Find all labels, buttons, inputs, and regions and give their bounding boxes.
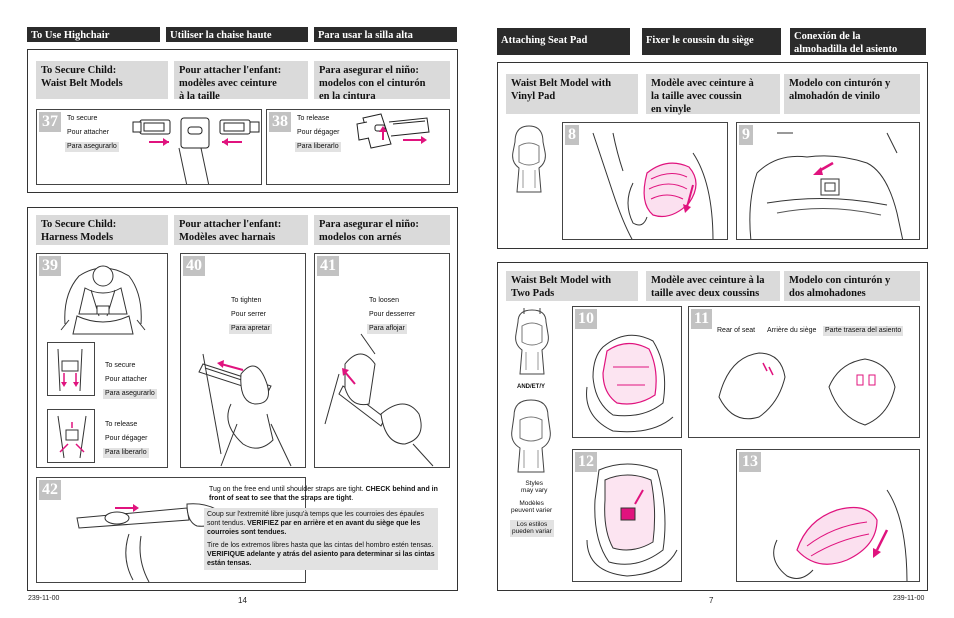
step-11-label-en: Rear of seat [717,327,756,334]
step-39-secure-es: Para asegurarlo [103,389,157,400]
header-to-use-highchair: To Use Highchair [27,27,160,42]
release-detail-inset [47,409,95,463]
buckle-secure-illustration [132,117,260,184]
step-37-panel: 37 To secure Pour attacher Para asegurar… [36,109,262,185]
step-41-label-en: To loosen [369,297,399,304]
styles-label-es: Los estilos pueden variar [510,520,554,537]
step-9-panel: 9 [736,122,920,240]
step-40-panel: 40 To tighten Pour serrer Para apretar [180,253,306,468]
step-11-label-fr: Arrière du siège [767,327,817,334]
step-39-number: 39 [39,256,61,276]
step-8-number: 8 [565,125,579,145]
step-12-number: 12 [575,452,597,472]
loosen-strap-illustration [324,333,434,467]
step-39-secure-fr: Pour attacher [105,376,148,383]
child-harness-illustration [60,265,146,335]
insert-vinyl-pad-illustration [592,132,714,239]
step-39-secure-en: To secure [105,362,136,369]
alternate-pad-icon [511,399,551,473]
step-39-release-es: Para liberarlo [103,448,149,459]
step-11-panel: 11 Rear of seat Arrière du siège Parte t… [688,306,920,438]
right-page-number: 7 [709,596,714,605]
two-pads-title-en: Waist Belt Model with Two Pads [506,271,638,301]
and-label: AND/ET/Y [517,384,546,390]
step-10-number: 10 [575,309,597,329]
harness-title-es: Para asegurar el niño: modelos con arnés [314,215,450,245]
step-42-text-fr: Coup sur l'extremité libre jusqu'à temps… [204,508,438,540]
step-39-panel: 39 To secure Pour attacher Para asegurar… [36,253,168,468]
buckle-release-illustration [356,113,430,149]
step-37-number: 37 [39,112,61,132]
header-attaching-seat-pad: Attaching Seat Pad [497,28,630,55]
waist-title-fr: Pour attacher l'enfant: modèles avec cei… [174,61,308,102]
vinyl-title-en: Waist Belt Model with Vinyl Pad [506,74,638,114]
step-38-label-es: Para liberarlo [295,142,341,153]
step-41-label-fr: Pour desserrer [369,311,416,318]
step-13-panel: 13 [736,449,920,582]
two-pads-title-fr: Modèle avec ceinture à la taille avec de… [646,271,780,301]
step-37-label-fr: Pour attacher [67,129,110,136]
step-40-label-fr: Pour serrer [231,311,267,318]
step-38-label-en: To release [297,115,330,122]
vinyl-title-es: Modelo con cinturón y almohadón de vinil… [784,74,920,114]
harness-title-en: To Secure Child: Harness Models [36,215,168,245]
styles-label-fr: Modèles peuvent varier [511,500,553,515]
step-42-text-es: Tire de los extremos libres hasta que la… [204,539,438,571]
step-41-label-es: Para aflojar [367,324,407,335]
rear-of-seat-illustration [718,352,896,426]
attach-vinyl-pad-illustration [749,132,904,239]
step-40-label-en: To tighten [231,297,262,304]
secure-pad-buckle-illustration [586,463,678,577]
header-conexion-almohadilla: Conexión de la almohadilla del asiento [790,28,926,55]
step-40-number: 40 [183,256,205,276]
tuck-pad-illustration [773,489,908,581]
styles-label-en: Styles may vary [521,480,548,495]
left-footer-code: 239-11-00 [28,595,60,602]
step-13-number: 13 [739,452,761,472]
vinyl-pad-icon [512,125,546,193]
step-41-number: 41 [317,256,339,276]
step-9-number: 9 [739,125,753,145]
step-37-label-en: To secure [67,115,98,122]
step-42-text-en: Tug on the free end until shoulder strap… [209,486,438,503]
step-38-number: 38 [269,112,291,132]
two-pads-title-es: Modelo con cinturón y dos almohadones [784,271,920,301]
harness-title-fr: Pour attacher l'enfant: Modèles avec har… [174,215,308,245]
step-38-panel: 38 To release Pour dégager Para liberarl… [266,109,450,185]
right-footer-code: 239-11-00 [893,595,925,602]
place-two-pads-illustration [586,334,674,433]
step-40-label-es: Para apretar [229,324,272,335]
waist-title-es: Para asegurar el niño: modelos con el ci… [314,61,450,102]
step-10-panel: 10 [572,306,682,438]
step-38-label-fr: Pour dégager [297,129,340,136]
step-11-number: 11 [691,309,713,329]
waist-title-en: To Secure Child: Waist Belt Models [36,61,168,99]
secure-detail-inset [47,342,95,396]
step-37-label-es: Para asegurarlo [65,142,119,153]
tighten-strap-illustration [198,353,292,467]
step-11-label-es: Parte trasera del asiento [823,326,904,337]
header-para-usar-silla: Para usar la silla alta [314,27,457,42]
step-39-release-en: To release [105,421,138,428]
step-39-release-fr: Pour dégager [105,435,148,442]
header-fixer-coussin: Fixer le coussin du siège [642,28,781,55]
header-utiliser-chaise: Utiliser la chaise haute [166,27,308,42]
step-41-panel: 41 To loosen Pour desserrer Para aflojar [314,253,450,468]
step-42-number: 42 [39,480,61,500]
two-pads-icon [515,308,549,375]
left-page-number: 14 [238,596,247,605]
step-8-panel: 8 [562,122,728,240]
vinyl-title-fr: Modèle avec ceinture à la taille avec co… [646,74,780,115]
step-12-panel: 12 [572,449,682,582]
